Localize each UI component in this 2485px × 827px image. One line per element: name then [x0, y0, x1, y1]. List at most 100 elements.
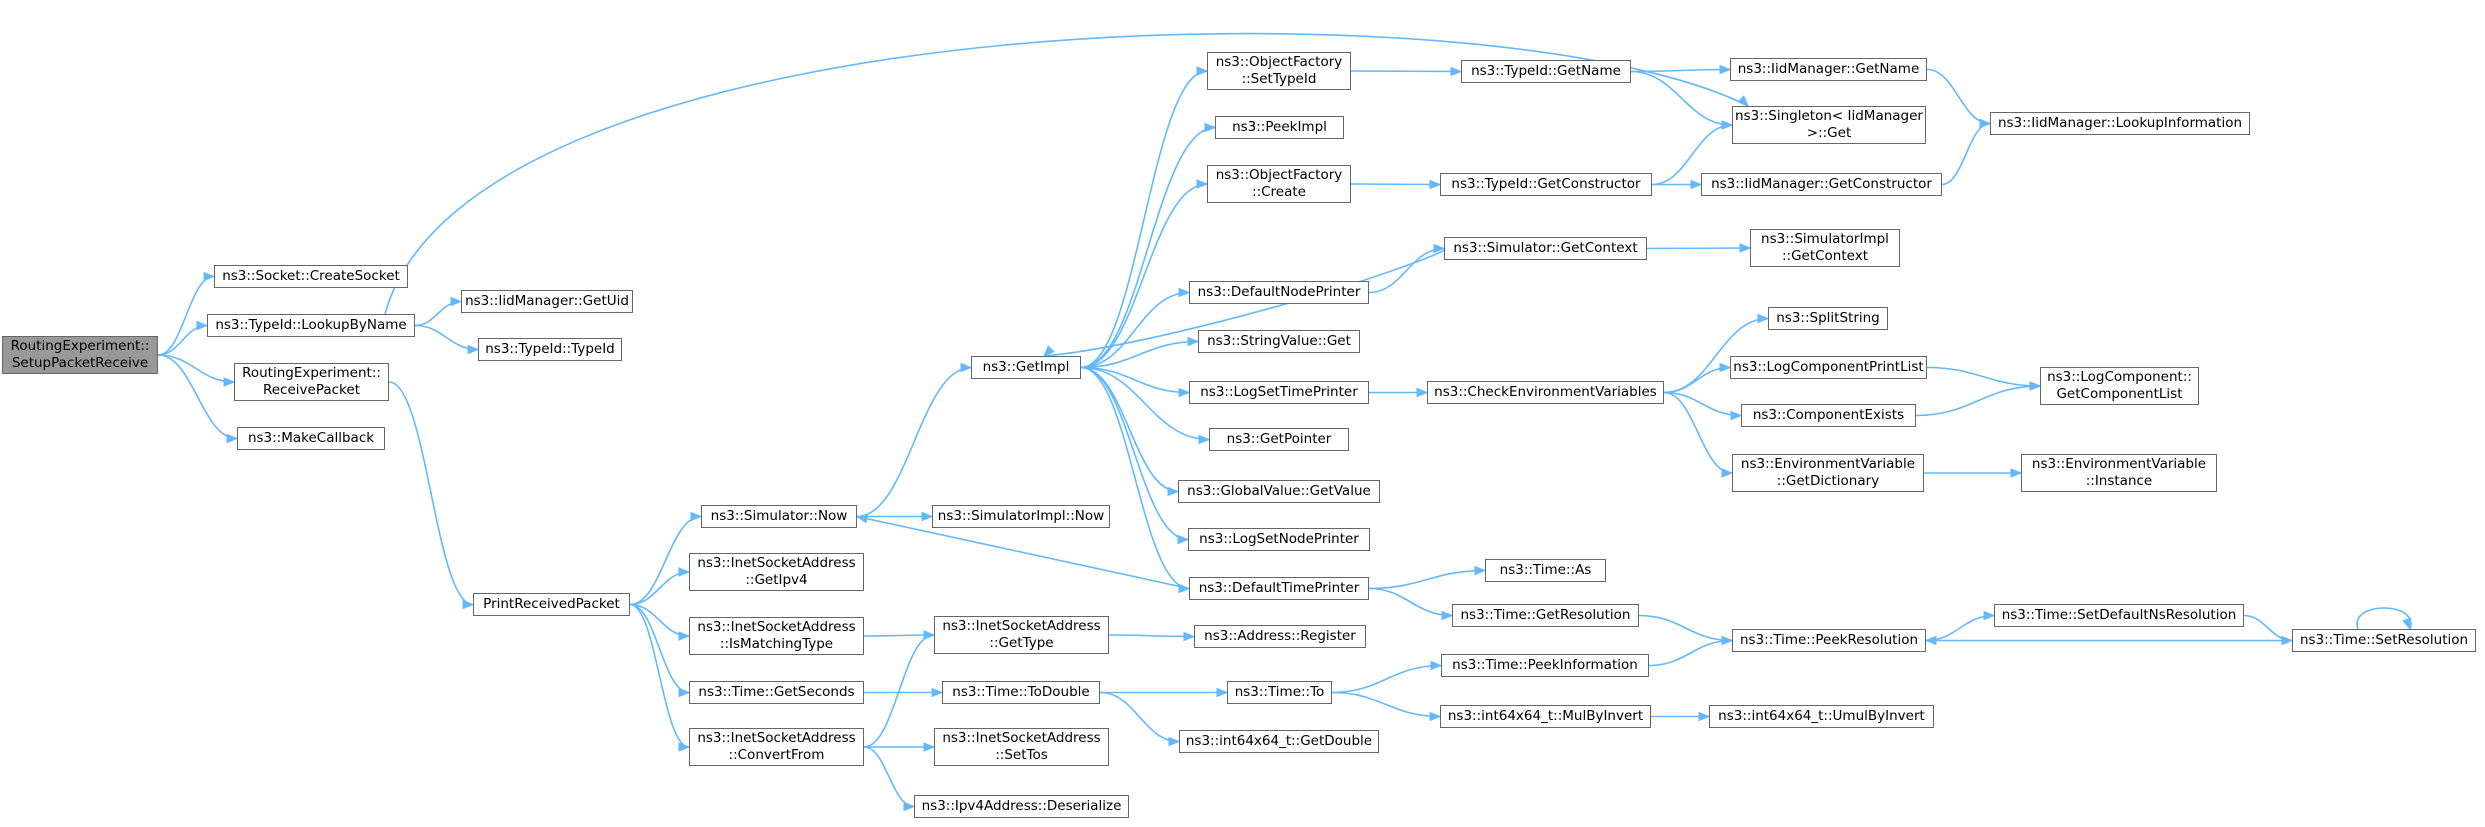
edge-arrowhead [196, 320, 209, 331]
edge-arrowhead [1416, 387, 1429, 398]
call-edge [1331, 664, 1442, 694]
edge-arrowhead [1730, 410, 1743, 421]
node-object-factory-set-type-id[interactable]: ns3::ObjectFactory ::SetTypeId [1207, 52, 1351, 90]
node-split-string[interactable]: ns3::SplitString [1768, 307, 1888, 330]
node-typeid-get-name[interactable]: ns3::TypeId::GetName [1461, 60, 1631, 83]
edge-arrowhead [467, 344, 480, 355]
node-int64x64-get-double[interactable]: ns3::int64x64_t::GetDouble [1179, 730, 1379, 753]
node-default-time-printer[interactable]: ns3::DefaultTimePrinter [1189, 577, 1369, 600]
node-typeid-typeid[interactable]: ns3::TypeId::TypeId [478, 338, 622, 361]
call-edge [157, 324, 208, 356]
node-get-impl[interactable]: ns3::GetImpl [971, 356, 1081, 379]
node-check-environment-variables[interactable]: ns3::CheckEnvironmentVariables [1427, 381, 1664, 404]
call-edge [1350, 70, 1462, 73]
call-edge [1915, 385, 2041, 417]
node-routing-experiment-receive-packet[interactable]: RoutingExperiment:: ReceivePacket [234, 363, 389, 401]
node-simulator-get-context[interactable]: ns3::Simulator::GetContext [1444, 237, 1647, 260]
node-log-set-time-printer[interactable]: ns3::LogSetTimePrinter [1189, 381, 1369, 404]
call-edge [1080, 126, 1216, 369]
node-time-as[interactable]: ns3::Time::As [1485, 559, 1606, 582]
node-object-factory-create[interactable]: ns3::ObjectFactory ::Create [1207, 165, 1351, 203]
node-time-peek-resolution[interactable]: ns3::Time::PeekResolution [1732, 629, 1926, 652]
node-default-node-printer[interactable]: ns3::DefaultNodePrinter [1189, 281, 1369, 304]
edge-arrowhead [1757, 313, 1770, 324]
node-int64x64-mul-by-invert[interactable]: ns3::int64x64_t::MulByInvert [1440, 705, 1651, 728]
edge-arrowhead [903, 801, 916, 812]
call-edge [1926, 366, 2041, 387]
node-iidmanager-get-uid[interactable]: ns3::IidManager::GetUid [461, 290, 633, 313]
node-address-register[interactable]: ns3::Address::Register [1194, 625, 1366, 648]
node-int64x64-umul-by-invert[interactable]: ns3::int64x64_t::UmulByInvert [1709, 705, 1934, 728]
node-get-pointer[interactable]: ns3::GetPointer [1209, 428, 1349, 451]
call-edge [1080, 366, 1189, 541]
node-inet-socket-address-is-matching-type[interactable]: ns3::InetSocketAddress ::IsMatchingType [689, 617, 864, 655]
node-log-set-node-printer[interactable]: ns3::LogSetNodePrinter [1188, 528, 1370, 551]
call-edge [1663, 391, 1733, 474]
node-time-get-seconds[interactable]: ns3::Time::GetSeconds [689, 681, 864, 704]
node-make-callback[interactable]: ns3::MakeCallback [237, 427, 385, 450]
call-edge [388, 381, 474, 606]
edge-arrowhead [1979, 118, 1992, 129]
node-simulatorimpl-get-context[interactable]: ns3::SimulatorImpl ::GetContext [1750, 229, 1900, 267]
node-component-exists[interactable]: ns3::ComponentExists [1741, 404, 1916, 427]
node-time-peek-information[interactable]: ns3::Time::PeekInformation [1441, 654, 1649, 677]
node-peek-impl[interactable]: ns3::PeekImpl [1215, 116, 1344, 139]
node-inet-socket-address-get-ipv4[interactable]: ns3::InetSocketAddress ::GetIpv4 [689, 553, 864, 591]
call-edge [2243, 614, 2293, 642]
call-edge [856, 366, 972, 518]
node-log-component-print-list[interactable]: ns3::LogComponentPrintList [1730, 356, 1927, 379]
node-stringvalue-get[interactable]: ns3::StringValue::Get [1198, 330, 1360, 353]
node-singleton-iidmanager-get[interactable]: ns3::Singleton< IidManager >::Get [1732, 106, 1926, 144]
call-edge [157, 354, 238, 440]
call-edge [157, 275, 215, 356]
edge-arrowhead [1721, 468, 1734, 478]
node-time-get-resolution[interactable]: ns3::Time::GetResolution [1452, 604, 1639, 627]
edge-arrowhead [1719, 362, 1732, 373]
node-simulator-now[interactable]: ns3::Simulator::Now [701, 505, 857, 528]
edge-arrowhead [2029, 381, 2042, 391]
node-ipv4address-deserialize[interactable]: ns3::Ipv4Address::Deserialize [914, 795, 1129, 818]
call-edge [629, 603, 690, 748]
edge-arrowhead [1429, 179, 1442, 190]
node-iidmanager-get-constructor[interactable]: ns3::IidManager::GetConstructor [1701, 173, 1942, 196]
node-environment-variable-instance[interactable]: ns3::EnvironmentVariable ::Instance [2021, 454, 2217, 492]
edge-arrowhead [1719, 64, 1732, 75]
edge-arrowhead [462, 599, 475, 610]
node-inet-socket-address-set-tos[interactable]: ns3::InetSocketAddress ::SetTos [934, 728, 1109, 766]
node-globalvalue-get-value[interactable]: ns3::GlobalValue::GetValue [1178, 480, 1380, 503]
node-time-set-resolution[interactable]: ns3::Time::SetResolution [2292, 629, 2476, 652]
edge-arrowhead [1450, 66, 1463, 77]
call-edge [1080, 366, 1190, 590]
call-edge [1099, 691, 1180, 743]
edge-arrowhead [1721, 635, 1734, 646]
edge-arrowhead [1433, 243, 1446, 254]
node-socket-create-socket[interactable]: ns3::Socket::CreateSocket [214, 265, 408, 288]
node-simulatorimpl-now[interactable]: ns3::SimulatorImpl::Now [932, 505, 1110, 528]
node-inet-socket-address-convert-from[interactable]: ns3::InetSocketAddress ::ConvertFrom [689, 728, 864, 766]
node-log-component-get-component-list[interactable]: ns3::LogComponent:: GetComponentList [2040, 367, 2199, 405]
edge-arrowhead [960, 362, 973, 373]
edge-arrowhead [226, 433, 239, 444]
edge-arrowhead [450, 296, 463, 307]
node-iidmanager-get-name[interactable]: ns3::IidManager::GetName [1730, 58, 1927, 81]
node-print-received-packet[interactable]: PrintReceivedPacket [473, 593, 630, 616]
call-edge [1651, 124, 1733, 186]
node-time-to-double[interactable]: ns3::Time::ToDouble [942, 681, 1100, 704]
edge-arrowhead [223, 377, 236, 387]
call-edge [1646, 247, 1751, 250]
edge-arrowhead [1983, 610, 1996, 621]
edge-arrowhead [1196, 179, 1209, 189]
call-edge [1108, 634, 1195, 638]
call-edge [1926, 68, 1991, 125]
node-typeid-get-constructor[interactable]: ns3::TypeId::GetConstructor [1440, 173, 1652, 196]
edge-arrowhead [1698, 711, 1711, 722]
node-time-set-default-ns-resolution[interactable]: ns3::Time::SetDefaultNsResolution [1994, 604, 2244, 627]
edge-arrowhead [1204, 122, 1217, 133]
node-time-to[interactable]: ns3::Time::To [1227, 681, 1332, 704]
node-iidmanager-lookup-information[interactable]: ns3::IidManager::LookupInformation [1990, 112, 2250, 135]
node-typeid-lookup-by-name[interactable]: ns3::TypeId::LookupByName [207, 314, 415, 337]
node-environment-variable-get-dictionary[interactable]: ns3::EnvironmentVariable ::GetDictionary [1732, 454, 1924, 492]
edge-arrowhead [1168, 736, 1181, 747]
node-inet-socket-address-get-type[interactable]: ns3::InetSocketAddress ::GetType [934, 616, 1109, 654]
